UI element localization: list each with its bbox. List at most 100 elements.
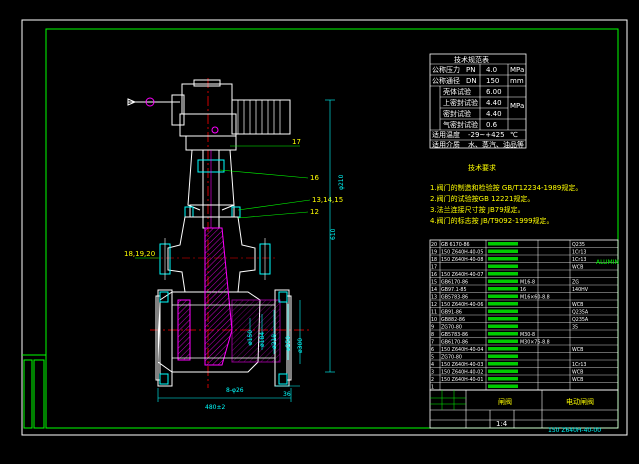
- bom-name-bar: [488, 384, 518, 388]
- bom-item-name: M30×75-8.8: [520, 340, 550, 346]
- bom-item-code: 150 Z640H-40-05: [441, 250, 483, 256]
- spec-label: 壳体试验: [443, 87, 471, 96]
- outer-frame: [21, 19, 628, 436]
- bom-item-number: 3: [431, 370, 434, 376]
- bom-item-code: GB5783-86: [441, 295, 468, 301]
- bom-item-code: 150 Z640H-40-01: [441, 377, 483, 383]
- bom-name-bar: [488, 279, 518, 283]
- spec-value: 水、蒸汽、油品等: [468, 140, 524, 149]
- spec-value: 4.0: [486, 66, 497, 74]
- spec-unit: MPa: [510, 102, 524, 110]
- bom-name-bar: [488, 257, 518, 261]
- dim-flange-thk: 36: [283, 391, 291, 398]
- valve-body: [157, 291, 261, 373]
- spec-label: 适用介质: [432, 140, 460, 149]
- bom-name-bar: [488, 249, 518, 253]
- spec-unit: ℃: [510, 131, 518, 139]
- callout-leaders: [135, 145, 311, 259]
- bom-item-name: M16-8: [520, 280, 535, 286]
- spec-value: 4.40: [486, 99, 502, 107]
- bom-item-code: GB882-86: [441, 317, 465, 323]
- bom-item-material: WCB: [572, 265, 583, 271]
- bom-name-bar: [488, 287, 518, 291]
- spec-value: 4.40: [486, 110, 502, 118]
- bom-item-name: M30-8: [520, 332, 535, 338]
- bom-item-number: 10: [431, 317, 437, 323]
- bom-name-bar: [488, 242, 518, 246]
- bom-item-material: 140HV: [572, 287, 589, 293]
- bom-item-material: 1Cr13: [572, 362, 586, 368]
- bom-item-number: 19: [431, 250, 437, 256]
- bom-item-code: 150 Z640H-40-04: [441, 347, 483, 353]
- bom-item-material: 1Cr13: [572, 257, 586, 263]
- callout-16: 16: [310, 174, 319, 182]
- bom-name-bar: [488, 332, 518, 336]
- bom-item-name: M16×60-8.8: [520, 295, 550, 301]
- body-wall-section: [177, 299, 191, 361]
- spec-value: -29~+425: [468, 131, 505, 139]
- dim-handwheel: φ210: [338, 174, 345, 190]
- spec-value: 6.00: [486, 88, 502, 96]
- spec-label: 密封试验: [443, 109, 471, 118]
- actuator-motor: [171, 94, 185, 126]
- bom-name-bar: [488, 369, 518, 373]
- note-item: 1.阀门的制造和检验按 GB/T12234-1989规定。: [430, 183, 582, 192]
- bom-item-material: WCB: [572, 302, 583, 308]
- bom-name-bar: [488, 294, 518, 298]
- bom-item-code: GB5783-86: [441, 332, 468, 338]
- spec-label: 公称压力: [432, 65, 460, 74]
- bom-item-number: 1: [431, 385, 434, 391]
- yoke-top-flange: [185, 135, 237, 151]
- bom-name-bar: [488, 309, 518, 313]
- gland-flange: [189, 204, 235, 218]
- gate-wedge-section: [204, 227, 233, 366]
- spec-symbol: PN: [466, 66, 475, 74]
- actuator-housing: [181, 83, 233, 115]
- dim-bolt-circle: ø218: [271, 334, 278, 349]
- bom-item-code: 150 Z640H-40-02: [441, 370, 483, 376]
- dim-face-to-face: 480±2: [205, 404, 225, 411]
- bom-item-material: ZG: [572, 280, 579, 286]
- note-item: 2.阀门的试验按GB 12221规定。: [430, 194, 534, 203]
- spec-unit: MPa: [510, 66, 524, 74]
- note-item: 4.阀门的标志按 JB/T9092-1999规定。: [430, 216, 554, 225]
- bom-name-bar: [488, 317, 518, 321]
- bom-item-material: WCB: [572, 370, 583, 376]
- bom-item-code: 150 Z640H-40-08: [441, 257, 483, 263]
- bom-item-number: 17: [431, 265, 437, 271]
- gland-bolt-left: [184, 206, 194, 218]
- bom-item-number: 11: [431, 310, 437, 316]
- bom-item-code: GB6170-86: [441, 280, 468, 286]
- right-flange-face: [286, 295, 292, 381]
- bom-item-material: Q235: [572, 242, 585, 248]
- bom-item-code: GB97.1-85: [441, 287, 467, 293]
- spec-value: 0.6: [486, 121, 498, 129]
- bom-name-bar: [488, 302, 518, 306]
- bom-item-number: 20: [431, 242, 437, 248]
- bom-item-material: Q235A: [572, 310, 589, 316]
- bom-item-material: WCB: [572, 377, 583, 383]
- bom-extra-note: ALUMIN: [596, 259, 619, 266]
- flange-bolt-hole: [159, 373, 169, 385]
- bom-item-material: WCB: [572, 347, 583, 353]
- bom-item-number: 12: [431, 302, 437, 308]
- bom-name-bar: [488, 272, 518, 276]
- lever-tip: [127, 98, 137, 106]
- spec-title: 技术规范表: [454, 55, 489, 64]
- bom-item-number: 15: [431, 280, 437, 286]
- left-flange: [157, 289, 173, 387]
- dim-raised-face: ø184: [259, 332, 266, 347]
- bom-item-number: 16: [431, 272, 437, 278]
- bom-item-code: ZG70-80: [441, 355, 462, 361]
- gearbox-fins: [237, 100, 281, 134]
- callout-18-20: 18,19,20: [124, 250, 155, 258]
- bom-item-number: 2: [431, 377, 434, 383]
- bom-name-bar: [488, 264, 518, 268]
- bom-name-bar: [488, 347, 518, 351]
- spec-unit: mm: [510, 77, 524, 85]
- note-item: 3.法兰连接尺寸按 JB79规定。: [430, 205, 525, 214]
- bom-item-number: 5: [431, 355, 434, 361]
- spec-label: 公称通径: [432, 76, 460, 85]
